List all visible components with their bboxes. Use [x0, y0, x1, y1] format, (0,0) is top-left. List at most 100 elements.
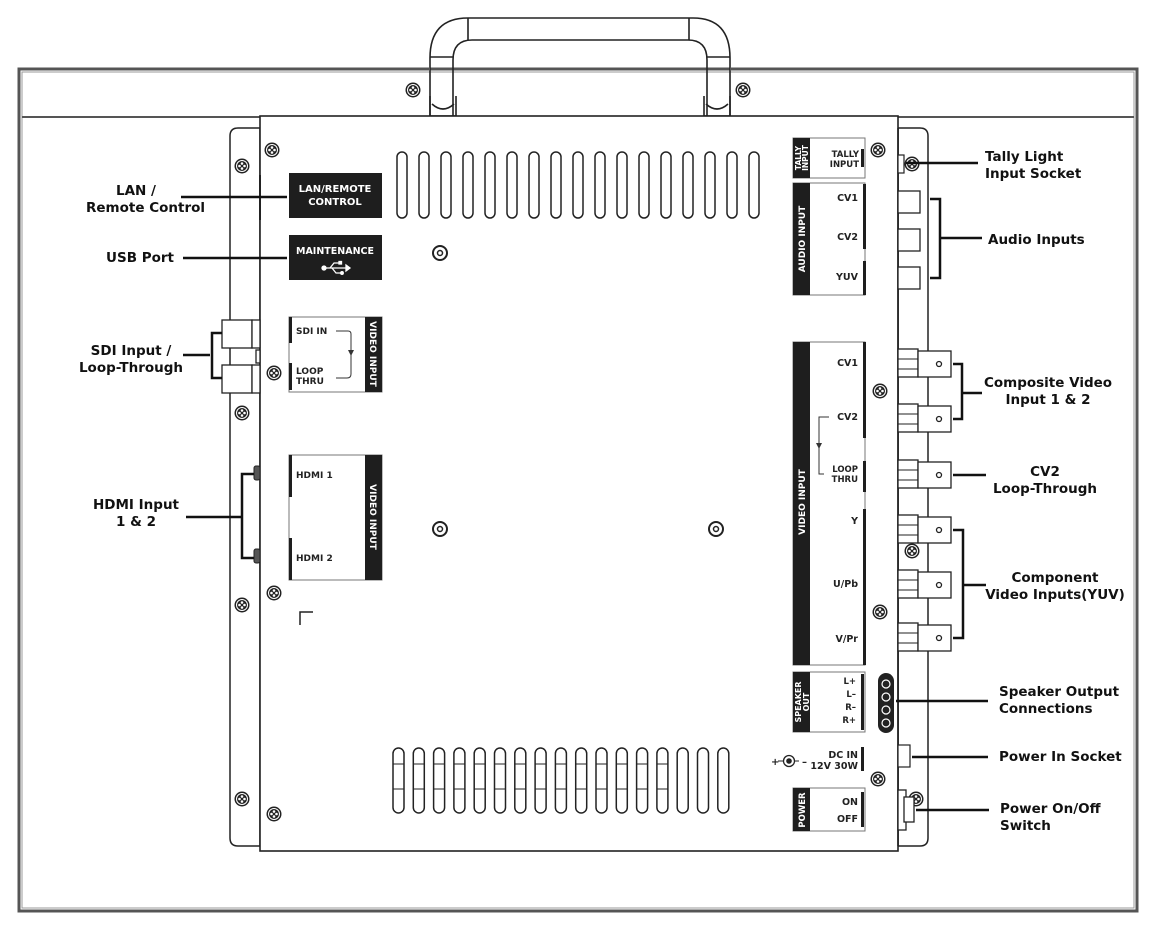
audio-input-jacks	[897, 190, 921, 290]
tally-label-line2: INPUT	[830, 160, 859, 170]
vent-slot	[704, 151, 716, 219]
vent-slot	[534, 747, 547, 814]
vent-slot	[660, 151, 672, 219]
bnc-connector	[897, 569, 952, 599]
callout-speaker: Speaker Output Connections	[999, 684, 1119, 718]
vent-slot	[726, 151, 738, 219]
tally-block-line1: TALLY	[794, 145, 803, 170]
callout-speaker-line2: Connections	[999, 701, 1093, 717]
callout-audio-line1: Audio Inputs	[988, 232, 1085, 248]
vent-slot	[696, 747, 710, 814]
callout-lan: LAN / Remote Control	[86, 183, 206, 217]
power-label: POWER	[798, 792, 808, 828]
vent-slot	[506, 151, 518, 219]
audio-input-label-block: AUDIO INPUT CV1 CV2 YUV	[792, 182, 866, 296]
sdi-video-input-label: VIDEO INPUT	[367, 321, 377, 388]
vent-slot	[656, 747, 669, 814]
callout-component-line2: Video Inputs(YUV)	[985, 587, 1125, 603]
callout-sdi-line1: SDI Input /	[90, 343, 172, 359]
vent-slot	[616, 151, 628, 219]
callout-hdmi-line1: HDMI Input	[92, 497, 180, 513]
speaker-terminal	[878, 673, 894, 733]
vent-slot	[635, 747, 649, 814]
callout-power-switch-line2: Switch	[1000, 818, 1051, 834]
dc-in-line2: 12V 30W	[810, 761, 858, 772]
leader-lines-right	[896, 161, 989, 812]
vent-slot	[412, 747, 426, 814]
callout-speaker-line1: Speaker Output	[999, 684, 1120, 700]
hdmi-video-input-label: VIDEO INPUT	[367, 484, 377, 551]
callout-lan-line1: LAN /	[116, 183, 156, 199]
callout-hdmi: HDMI Input 1 & 2	[86, 497, 186, 531]
y-label: Y	[850, 516, 858, 527]
outer-frame	[17, 67, 1139, 913]
vent-slot	[514, 747, 527, 814]
side-bracket-left	[229, 127, 261, 847]
vent-slot	[528, 151, 540, 219]
vent-slot	[615, 747, 629, 814]
audio-cv1-label: CV1	[837, 193, 858, 204]
speaker-block-line1: SPEAKER	[794, 681, 803, 722]
speaker-pin-2: L–	[846, 690, 856, 700]
off-label: OFF	[837, 814, 858, 825]
bnc-connector	[897, 403, 952, 433]
speaker-pin-1: L+	[843, 677, 856, 687]
callout-power-switch-line1: Power On/Off	[1000, 801, 1101, 817]
dc-in-label: + – DC IN 12V 30W	[771, 747, 864, 772]
vent-slot	[484, 151, 496, 219]
vent-slot	[594, 151, 606, 219]
video-loop-label-2: THRU	[832, 475, 858, 485]
vent-slot	[574, 747, 588, 814]
hdmi1-label: HDMI 1	[296, 471, 333, 481]
callout-power-switch: Power On/Off Switch	[1000, 801, 1101, 835]
screw-icon	[405, 82, 421, 98]
usb-icon	[321, 260, 352, 275]
callout-usb: USB Port	[100, 250, 180, 267]
callout-audio: Audio Inputs	[988, 232, 1085, 249]
screw-icon	[735, 82, 751, 98]
vent-slot	[638, 151, 650, 219]
speaker-block-line2: OUT	[802, 692, 811, 711]
power-label-block: POWER ON OFF	[792, 787, 866, 832]
video-loop-label-1: LOOP	[832, 465, 858, 475]
maintenance-label: MAINTENANCE	[296, 246, 374, 257]
upb-label: U/Pb	[833, 579, 858, 590]
lan-label-line1: LAN/REMOTE	[299, 184, 372, 195]
hdmi-label-block: VIDEO INPUT HDMI 1 HDMI 2	[288, 454, 383, 581]
callout-tally-line1: Tally Light	[985, 149, 1064, 165]
power-in-socket	[897, 744, 911, 768]
vent-slot	[418, 151, 430, 219]
callout-sdi-line2: Loop-Through	[78, 360, 184, 376]
bnc-connector	[897, 459, 952, 489]
callout-lan-line2: Remote Control	[86, 200, 206, 216]
corner-mark	[299, 611, 313, 625]
maintenance-label-block: MAINTENANCE	[289, 235, 382, 280]
callout-tally-line2: Input Socket	[985, 166, 1082, 182]
callout-hdmi-line2: 1 & 2	[116, 514, 156, 530]
vent-slot	[676, 747, 689, 814]
speaker-out-label-block: SPEAKER OUT L+ L– R– R+	[792, 671, 866, 733]
audio-cv2-label: CV2	[837, 232, 858, 243]
bnc-connector	[897, 622, 952, 652]
vent-slot	[473, 747, 486, 814]
leader-lines-left	[181, 195, 287, 560]
sdi-loop-label-2: THRU	[296, 377, 324, 387]
speaker-pin-4: R+	[842, 716, 856, 726]
vent-slot	[748, 151, 760, 219]
vent-slot	[396, 151, 408, 219]
power-switch	[897, 789, 915, 831]
callout-usb-line1: USB Port	[106, 250, 174, 266]
vent-slot	[462, 151, 474, 219]
callout-tally: Tally Light Input Socket	[985, 149, 1081, 183]
callout-cv2-loop: CV2 Loop-Through	[990, 464, 1100, 498]
video-input-label: VIDEO INPUT	[798, 468, 808, 535]
bnc-connector	[897, 514, 952, 544]
callout-cv2-loop-line1: CV2	[1030, 464, 1060, 480]
vent-slots-top	[396, 151, 760, 219]
callout-component-line1: Component	[1011, 570, 1099, 586]
callout-component: Component Video Inputs(YUV)	[985, 570, 1125, 604]
lan-remote-label-block: LAN/REMOTE CONTROL	[289, 173, 382, 218]
tally-label-line1: TALLY	[832, 150, 860, 160]
